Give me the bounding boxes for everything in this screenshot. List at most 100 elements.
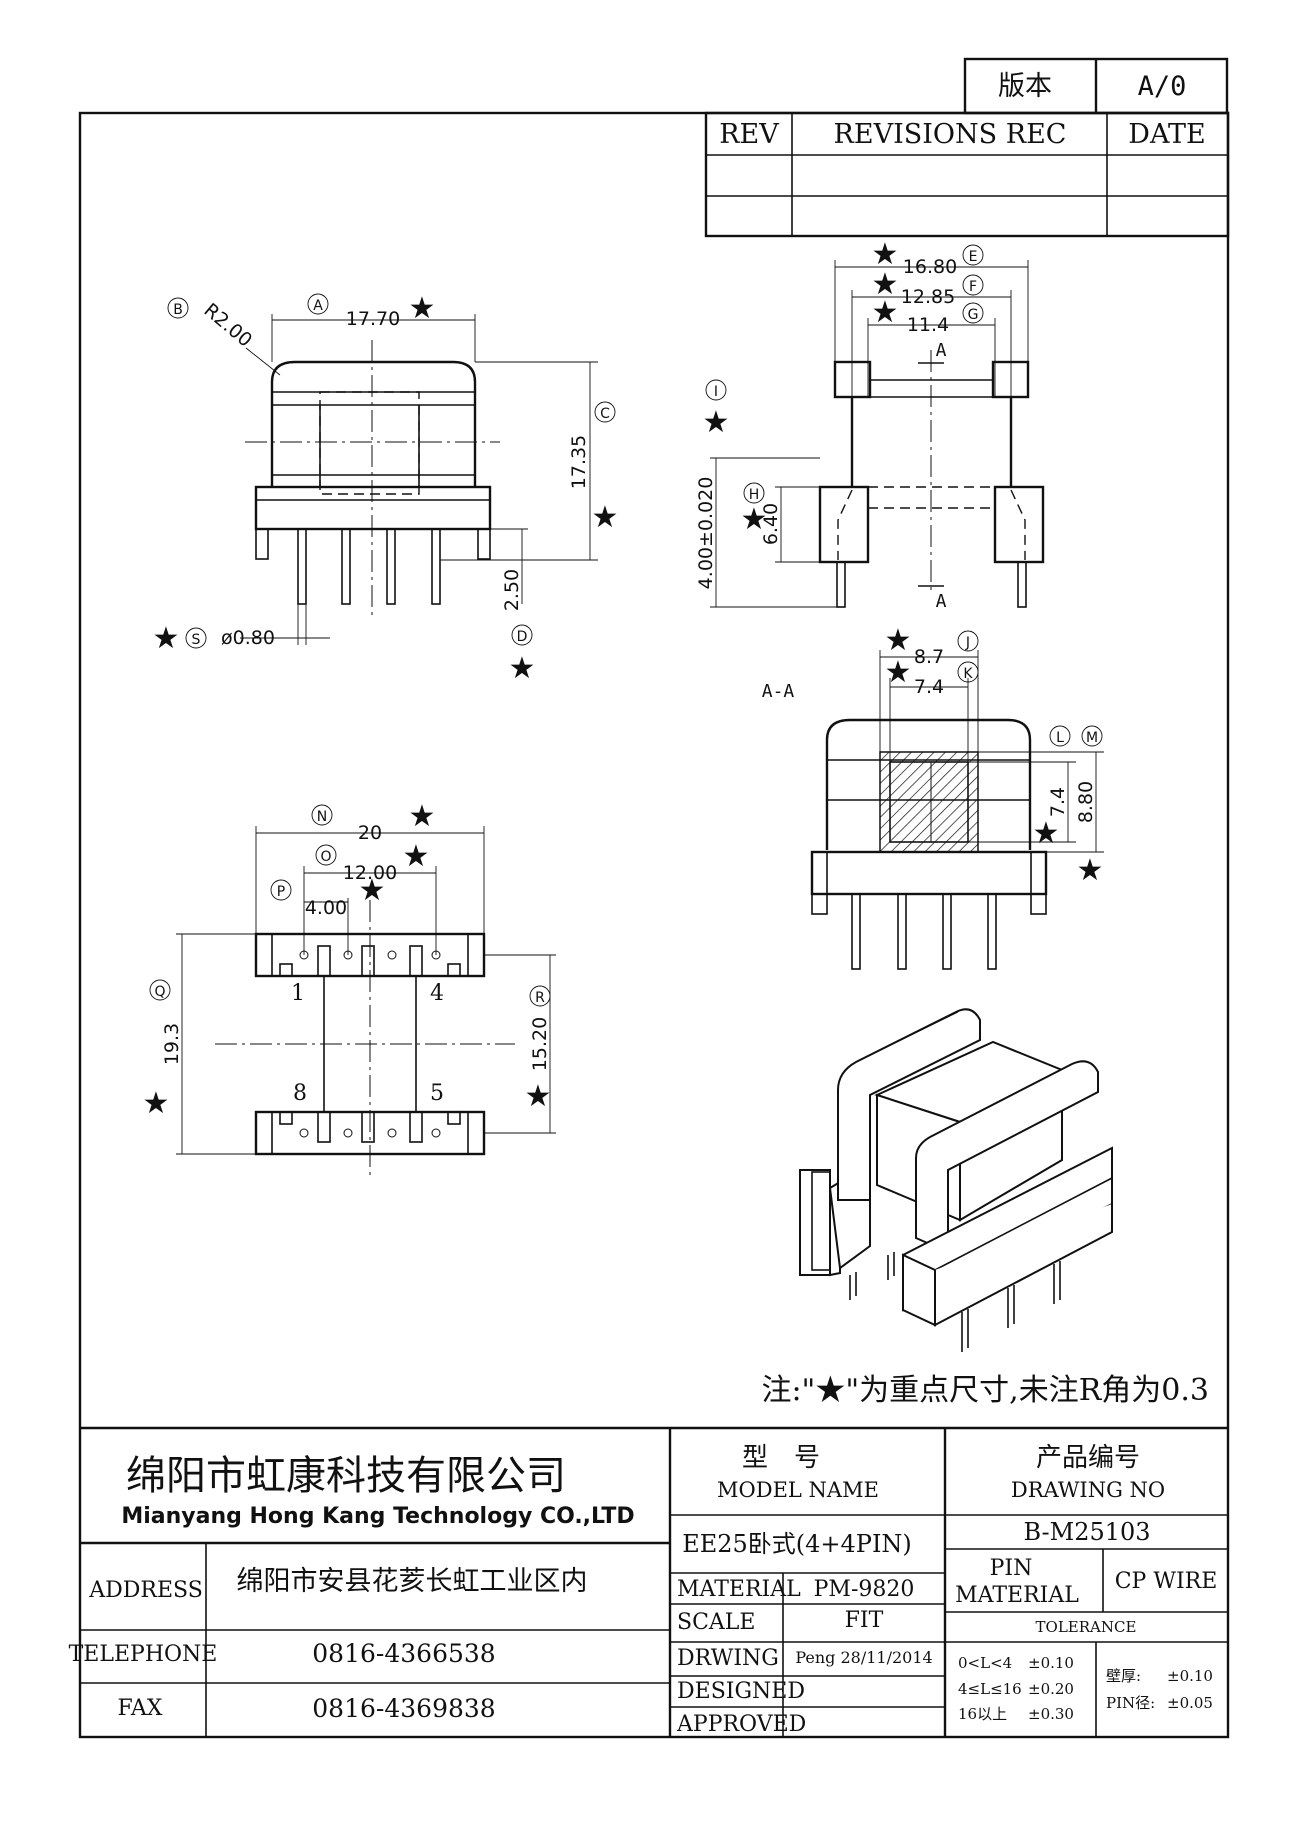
- company-block: 绵阳市虹康科技有限公司 Mianyang Hong Kang Technolog…: [69, 1453, 635, 1723]
- star-icon: ★: [885, 655, 912, 690]
- version-label: 版本: [998, 71, 1052, 102]
- star-icon: ★: [1033, 816, 1060, 851]
- callout-G: G: [968, 307, 979, 323]
- dim-A-value: 17.70: [346, 308, 400, 330]
- callout-H: H: [749, 487, 760, 503]
- spec-rows: MATERIAL PM-9820 SCALE FIT DRWING Peng 2…: [676, 1577, 933, 1737]
- telephone-value: 0816-4366538: [312, 1639, 495, 1668]
- callout-Q: Q: [154, 984, 165, 1000]
- dim-O-value: 12.00: [343, 862, 397, 884]
- callout-S: S: [192, 632, 201, 648]
- callout-A: A: [313, 298, 323, 314]
- star-icon: ★: [872, 267, 899, 302]
- dim-I-value: 4.00±0.020: [695, 477, 717, 590]
- drwing-label: DRWING: [677, 1646, 779, 1671]
- version-box: 版本 A/0: [963, 57, 1229, 115]
- section-view: A-A 8.7 ★ J 7.4 ★ K 7.4: [762, 623, 1104, 970]
- star-icon: ★: [741, 502, 768, 537]
- drawing-number: B-M25103: [1023, 1518, 1150, 1546]
- dim-Q-value: 19.3: [161, 1023, 183, 1065]
- star-icon: ★: [359, 873, 386, 908]
- callout-L: L: [1056, 730, 1064, 746]
- tolerance-range: 16以上: [958, 1705, 1007, 1723]
- pin-diameter-label: PIN径:: [1106, 1694, 1155, 1712]
- star-icon: ★: [153, 621, 180, 656]
- dim-L-value: 7.4: [1047, 787, 1069, 817]
- star-icon: ★: [1077, 853, 1104, 888]
- star-icon: ★: [403, 839, 430, 874]
- material-value: PM-9820: [814, 1577, 915, 1602]
- drawing-label-en: DRAWING NO: [1011, 1478, 1165, 1502]
- version-value: A/0: [1138, 71, 1187, 102]
- callout-B: B: [173, 302, 183, 318]
- company-name-cn: 绵阳市虹康科技有限公司: [126, 1453, 566, 1499]
- dim-H-value: 6.40: [760, 503, 782, 545]
- callout-N: N: [317, 809, 327, 825]
- star-icon: ★: [885, 623, 912, 658]
- callout-R: R: [535, 990, 545, 1006]
- tolerance-block: TOLERANCE 0<L<4 ±0.10 4≤L≤16 ±0.20 16以上 …: [958, 1618, 1213, 1723]
- scale-label: SCALE: [677, 1610, 755, 1635]
- model-label-en: MODEL NAME: [717, 1478, 879, 1502]
- star-icon: ★: [525, 1079, 552, 1114]
- date-header: DATE: [1128, 119, 1205, 150]
- section-cut-label: A: [936, 591, 947, 612]
- star-icon: ★: [409, 799, 436, 834]
- callout-D: D: [517, 629, 528, 645]
- dim-M-value: 8.80: [1075, 781, 1097, 823]
- designed-label: DESIGNED: [677, 1679, 805, 1704]
- model-label-cn: 型 号: [742, 1443, 820, 1473]
- wall-thickness-value: ±0.10: [1167, 1667, 1213, 1685]
- note-text: 注:"★"为重点尺寸,未注R角为0.3: [761, 1373, 1209, 1408]
- section-cut-label: A: [936, 340, 947, 361]
- model-value: EE25卧式(4+4PIN): [682, 1530, 912, 1558]
- callout-J: J: [965, 635, 970, 651]
- address-label: ADDRESS: [88, 1578, 203, 1603]
- callout-C: C: [600, 406, 610, 422]
- drawing-frame: [78, 111, 1230, 1739]
- fax-value: 0816-4369838: [312, 1694, 495, 1723]
- revisions-rec-header: REVISIONS REC: [834, 119, 1067, 150]
- approved-label: APPROVED: [676, 1712, 806, 1737]
- star-icon: ★: [872, 295, 899, 330]
- pin-diameter-value: ±0.05: [1167, 1694, 1213, 1712]
- dim-F-value: 12.85: [901, 286, 955, 308]
- callout-E: E: [969, 249, 978, 265]
- pin-label-5: 5: [430, 1081, 444, 1106]
- wall-thickness-label: 壁厚:: [1106, 1667, 1141, 1685]
- pin-label-8: 8: [293, 1081, 307, 1106]
- tolerance-value: ±0.30: [1028, 1705, 1074, 1723]
- callout-I: I: [714, 384, 718, 400]
- revisions-table: REV REVISIONS REC DATE: [704, 111, 1230, 238]
- tolerance-value: ±0.20: [1028, 1680, 1074, 1698]
- dim-P-value: 4.00: [305, 897, 347, 919]
- scale-value: FIT: [845, 1608, 884, 1633]
- tolerance-value: ±0.10: [1028, 1654, 1074, 1672]
- dim-G-value: 11.4: [907, 314, 949, 336]
- pin-label-1: 1: [291, 981, 305, 1006]
- star-icon: ★: [509, 651, 536, 686]
- star-icon: ★: [592, 500, 619, 535]
- pin-label-4: 4: [430, 981, 444, 1006]
- dim-C-value: 17.35: [568, 435, 590, 489]
- side-view: A A 16.80 ★ E 12.85 ★ F 11.4 ★ G 4.00±0.…: [695, 237, 1045, 612]
- model-block: 型 号 MODEL NAME EE25卧式(4+4PIN) 产品编号 DRAWI…: [682, 1443, 1165, 1558]
- callout-F: F: [969, 279, 977, 295]
- star-icon: ★: [703, 405, 730, 440]
- callout-O: O: [320, 849, 331, 865]
- material-label: MATERIAL: [677, 1577, 801, 1602]
- tolerance-range: 0<L<4: [958, 1654, 1012, 1672]
- dim-R-pitch-value: 15.20: [529, 1017, 551, 1071]
- pin-label: PIN: [990, 1556, 1033, 1581]
- dim-R-value: R2.00: [200, 299, 257, 352]
- company-name-en: Mianyang Hong Kang Technology CO.,LTD: [121, 1504, 634, 1529]
- pin-material-label: MATERIAL: [955, 1583, 1079, 1608]
- rev-header: REV: [719, 119, 779, 150]
- fax-label: FAX: [118, 1696, 163, 1721]
- callout-P: P: [277, 884, 285, 900]
- pin-material-value: CP WIRE: [1115, 1569, 1218, 1594]
- dim-S-value: ø0.80: [221, 627, 275, 649]
- address-value: 绵阳市安县花荄长虹工业区内: [237, 1566, 588, 1597]
- front-view: 17.70 A ★ B R2.00 17.35 C ★ 2.50 D ★ ø0.…: [153, 291, 619, 686]
